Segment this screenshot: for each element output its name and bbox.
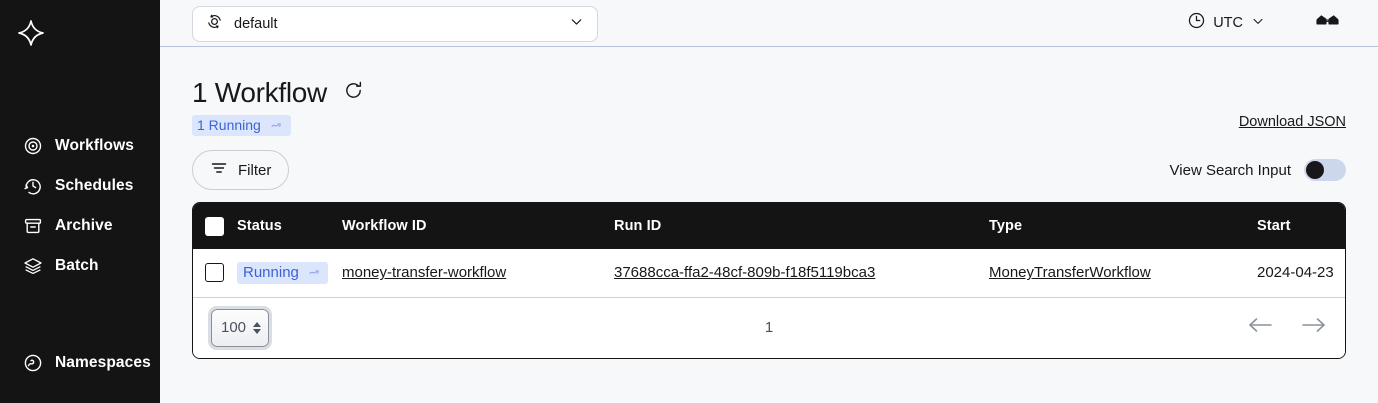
next-page-button[interactable] (1301, 316, 1327, 339)
status-badge-running[interactable]: 1 Running (192, 115, 291, 136)
sidebar-nav-main: Workflows Schedules (0, 126, 160, 286)
view-search-input-label: View Search Input (1169, 161, 1291, 179)
workflow-type-link[interactable]: MoneyTransferWorkflow (989, 264, 1151, 282)
toggle-switch[interactable] (1304, 159, 1346, 181)
top-bar: default UTC (160, 0, 1378, 47)
codec-glasses-button[interactable] (1315, 12, 1340, 34)
archive-icon (22, 216, 43, 237)
timezone-selector[interactable]: UTC (1187, 11, 1266, 35)
table-header-run-id[interactable]: Run ID (614, 218, 662, 234)
sidebar-item-label: Batch (55, 257, 99, 274)
row-workflow-id-cell: money-transfer-workflow (342, 249, 614, 297)
row-status-cell: Running (237, 249, 342, 297)
arrow-right-icon (1301, 316, 1327, 339)
table-header-status[interactable]: Status (237, 218, 282, 234)
glasses-icon (1315, 12, 1340, 34)
pagination-controls (1247, 316, 1327, 339)
filter-button[interactable]: Filter (192, 150, 290, 190)
row-checkbox[interactable] (205, 263, 224, 283)
row-start-cell: 2024-04-23 (1257, 264, 1334, 282)
select-all-checkbox[interactable] (205, 216, 224, 236)
namespaces-icon (22, 353, 43, 374)
page-size-value: 100 (221, 319, 247, 336)
sidebar-item-label: Schedules (55, 177, 134, 194)
table-row[interactable]: Running mon (193, 249, 1345, 297)
download-json-link[interactable]: Download JSON (1238, 114, 1346, 130)
page-title: 1 Workflow (192, 77, 327, 108)
workflow-id-link[interactable]: money-transfer-workflow (342, 264, 507, 282)
row-select-cell (193, 249, 237, 297)
sidebar-item-archive[interactable]: Archive (0, 206, 160, 246)
refresh-icon (343, 80, 364, 106)
table-header-row: Status Workflow ID Run ID Type Start (193, 203, 1345, 249)
table-header-start[interactable]: Start (1257, 218, 1291, 234)
sidebar-item-workflows[interactable]: Workflows (0, 126, 160, 166)
page-header: 1 Workflow (192, 77, 1346, 109)
toggle-knob (1306, 161, 1324, 179)
row-type-cell: MoneyTransferWorkflow (989, 249, 1257, 297)
timezone-value: UTC (1213, 15, 1243, 31)
table-header-type[interactable]: Type (989, 218, 1023, 234)
page-size-select[interactable]: 100 (208, 305, 272, 350)
sidebar-item-namespaces[interactable]: Namespaces (0, 343, 160, 383)
pagination-bar: 100 1 (193, 297, 1345, 358)
batch-icon (22, 256, 43, 277)
content-area: 1 Workflow Download JSON 1 Running (160, 77, 1378, 359)
previous-page-button[interactable] (1247, 316, 1273, 339)
arrow-left-icon (1247, 316, 1273, 339)
status-badge-label: Running (243, 263, 299, 281)
page-number: 1 (764, 319, 774, 336)
sidebar-item-label: Archive (55, 217, 113, 234)
namespace-selector[interactable]: default (192, 6, 598, 42)
namespace-icon (205, 12, 224, 36)
workflows-icon (22, 136, 43, 157)
sidebar-item-batch[interactable]: Batch (0, 246, 160, 286)
running-icon (309, 267, 321, 277)
sidebar-nav-bottom: Namespaces (0, 343, 160, 383)
filter-button-label: Filter (238, 161, 272, 179)
badge-label: 1 Running (197, 117, 261, 133)
schedules-icon (22, 176, 43, 197)
sidebar: Workflows Schedules (0, 0, 160, 403)
sidebar-item-label: Namespaces (55, 354, 151, 371)
run-id-link[interactable]: 37688cca-ffa2-48cf-809b-f18f5119bca3 (614, 264, 876, 282)
temporal-logo-icon[interactable] (14, 16, 48, 50)
status-badge[interactable]: Running (237, 261, 328, 284)
sidebar-item-schedules[interactable]: Schedules (0, 166, 160, 206)
clock-icon (1187, 11, 1206, 35)
main-area: default UTC (160, 0, 1378, 403)
controls-row: Filter View Search Input (192, 150, 1346, 190)
filter-icon (210, 159, 228, 181)
running-icon (271, 120, 283, 130)
workflows-table: Status Workflow ID Run ID Type Start (192, 202, 1346, 359)
stepper-arrows-icon (253, 321, 261, 334)
sidebar-item-label: Workflows (55, 137, 134, 154)
row-run-id-cell: 37688cca-ffa2-48cf-809b-f18f5119bca3 (614, 249, 989, 297)
table-header-select (193, 203, 237, 249)
status-summary: 1 Running (192, 115, 1346, 136)
chevron-down-icon (1250, 13, 1266, 34)
refresh-button[interactable] (341, 78, 366, 108)
table-header-workflow-id[interactable]: Workflow ID (342, 218, 427, 234)
view-search-input-toggle[interactable]: View Search Input (1170, 159, 1346, 181)
chevron-down-icon (568, 13, 585, 35)
namespace-value: default (234, 16, 278, 32)
